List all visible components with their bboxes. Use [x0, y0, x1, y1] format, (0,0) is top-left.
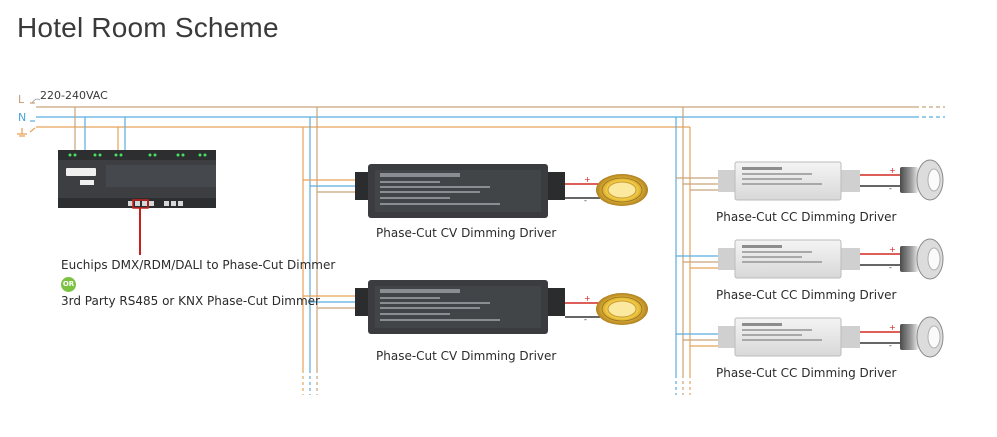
live-symbol: L [18, 93, 25, 106]
svg-text:+: + [889, 245, 896, 254]
cc-driver-2 [718, 239, 860, 279]
svg-text:+: + [889, 166, 896, 175]
cc-driver-3 [718, 317, 860, 357]
cv-driver-2 [355, 280, 565, 334]
spotlight-icon [900, 238, 944, 280]
svg-text:-: - [584, 315, 587, 324]
controller-feeds [74, 107, 126, 152]
svg-text:-: - [889, 263, 892, 272]
main-buses [36, 106, 945, 128]
svg-text:+: + [584, 294, 591, 303]
cv-outputs: + - + - [565, 175, 600, 324]
cv-driver-label-2: Phase-Cut CV Dimming Driver [376, 349, 557, 363]
cc-driver-label-3: Phase-Cut CC Dimming Driver [716, 366, 897, 380]
cc-driver-1 [718, 161, 860, 201]
neutral-symbol: N [18, 111, 26, 124]
spotlight-icon [900, 159, 944, 201]
earth-icon [17, 128, 27, 137]
supply-voltage: 220-240VAC [40, 89, 108, 102]
cv-driver-label-1: Phase-Cut CV Dimming Driver [376, 226, 557, 240]
svg-text:+: + [584, 175, 591, 184]
cc-outputs: + - + - + - [860, 166, 900, 350]
cv-bus-drops [302, 107, 355, 395]
controller-label-primary: Euchips DMX/RDM/DALI to Phase-Cut Dimmer [61, 258, 336, 272]
cc-bus-drops [675, 107, 735, 395]
led-strip-reel-icon [596, 174, 648, 206]
svg-text:-: - [584, 196, 587, 205]
supply-symbols: L N 220-240VAC [17, 89, 108, 137]
spotlight-icon [900, 316, 944, 358]
cc-driver-label-1: Phase-Cut CC Dimming Driver [716, 210, 897, 224]
svg-text:-: - [889, 184, 892, 193]
svg-text:-: - [889, 341, 892, 350]
controller-unit [58, 150, 216, 209]
cc-driver-label-2: Phase-Cut CC Dimming Driver [716, 288, 897, 302]
led-strip-reel-icon [596, 293, 648, 325]
or-badge: OR [61, 277, 76, 292]
svg-text:+: + [889, 323, 896, 332]
page-title: Hotel Room Scheme [17, 12, 279, 43]
controller-label-alternative: 3rd Party RS485 or KNX Phase-Cut Dimmer [61, 294, 320, 308]
cv-driver-1 [355, 164, 565, 218]
